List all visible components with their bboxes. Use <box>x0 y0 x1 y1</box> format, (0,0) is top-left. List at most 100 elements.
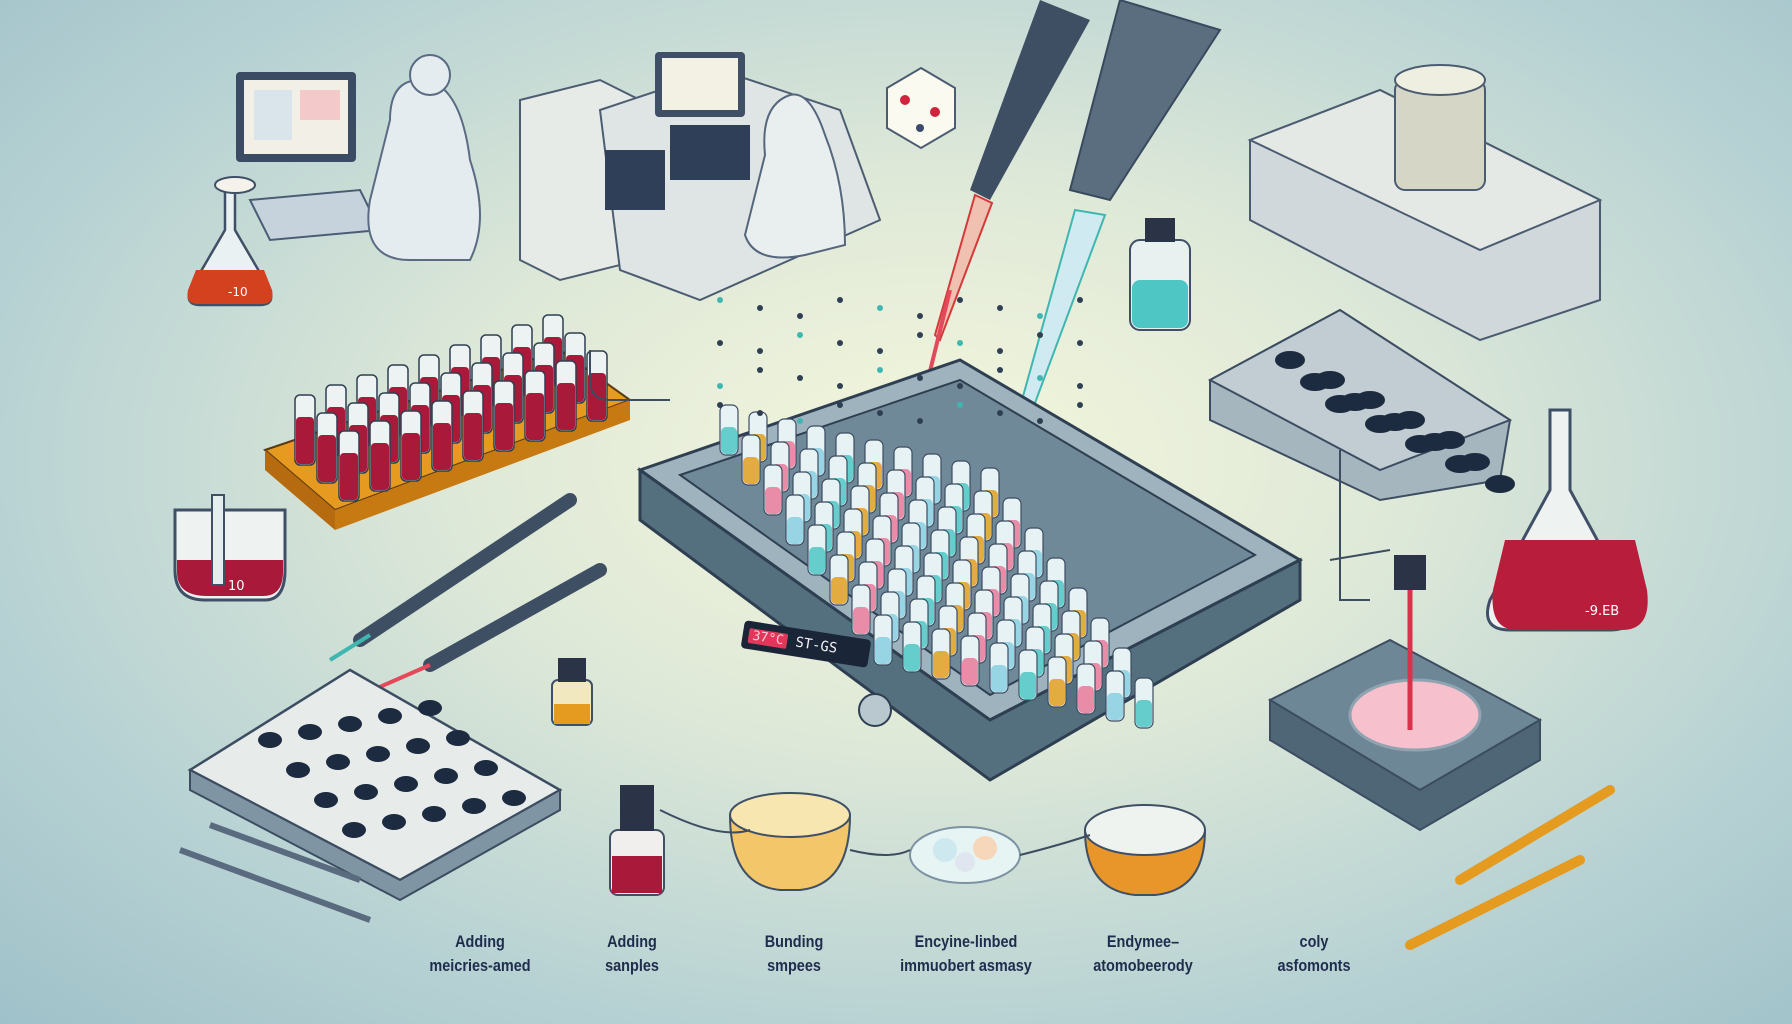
tube-liquid <box>991 665 1007 692</box>
droplet-dot <box>1037 332 1043 338</box>
droplet-dot <box>837 297 843 303</box>
dial-knob <box>858 693 892 727</box>
tube-liquid <box>933 651 949 678</box>
step-title: Endymee– <box>1106 932 1180 951</box>
well <box>338 716 362 732</box>
well <box>462 798 486 814</box>
well <box>354 784 378 800</box>
erlenmeyer-flask-red: -9.EB <box>1486 408 1648 632</box>
tube-liquid <box>296 417 314 464</box>
droplet-dot <box>757 367 763 373</box>
molecule-hexagon <box>886 66 956 150</box>
droplet-dot <box>837 402 843 408</box>
droplet-dot <box>957 402 963 408</box>
syringes <box>328 493 607 702</box>
flask-marking: -9.EB <box>1585 604 1619 619</box>
plate-reader-device <box>1247 64 1603 342</box>
tube-liquid <box>1107 693 1123 720</box>
droplet-dot <box>1077 340 1083 346</box>
droplet-dot <box>997 410 1003 416</box>
droplet-dot <box>837 383 843 389</box>
droplet-dot <box>1077 383 1083 389</box>
droplet-dot <box>1077 402 1083 408</box>
small-bottle-red <box>609 785 665 896</box>
tube-liquid <box>904 644 920 671</box>
droplet-dot <box>877 367 883 373</box>
droplet-dots <box>717 297 1083 424</box>
step-subtitle: atomobeerody <box>1093 956 1193 975</box>
tube-liquid <box>1078 686 1094 713</box>
well <box>298 724 322 740</box>
step-subtitle: meicries-amed <box>429 956 531 975</box>
droplet-dot <box>717 297 723 303</box>
droplet-dot <box>1037 418 1043 424</box>
step-title: Adding <box>607 932 657 951</box>
tube-liquid <box>433 423 451 470</box>
tube-liquid <box>340 453 358 500</box>
droplet-dot <box>917 332 923 338</box>
droplet-dot <box>797 332 803 338</box>
well <box>1365 415 1395 433</box>
petri-dish-orange <box>1083 804 1207 896</box>
droplet-dot <box>757 410 763 416</box>
droplet-dot <box>997 348 1003 354</box>
beaker-left: 10 <box>173 494 287 602</box>
step-subtitle: smpees <box>767 956 821 975</box>
computer-workstation-left <box>236 54 481 261</box>
flask-marking-top-left: -10 <box>228 285 248 299</box>
tube-liquid <box>1020 672 1036 699</box>
well <box>446 730 470 746</box>
beaker-marking: 10 <box>228 579 245 594</box>
temperature-indicator: 37°C <box>747 627 789 649</box>
well <box>1300 373 1330 391</box>
well <box>418 700 442 716</box>
droplet-dot <box>717 340 723 346</box>
tube-liquid <box>853 607 869 634</box>
petri-dish-amber <box>728 792 852 891</box>
display-readout: ST-GS <box>794 634 839 657</box>
petri-dish-cells <box>909 826 1021 884</box>
pens <box>178 785 1615 950</box>
tube-liquid <box>371 443 389 490</box>
well <box>286 762 310 778</box>
droplet-dot <box>877 348 883 354</box>
tube-liquid <box>464 413 482 460</box>
well <box>382 814 406 830</box>
tube-liquid <box>809 547 825 574</box>
droplet-dot <box>957 297 963 303</box>
step-subtitle: immuobert asmasy <box>900 956 1032 975</box>
pipette-red <box>916 0 1090 421</box>
droplet-dot <box>877 410 883 416</box>
flow-lines <box>589 350 1391 601</box>
well <box>1325 395 1355 413</box>
droplet-dot <box>957 383 963 389</box>
droplet-dot <box>1037 375 1043 381</box>
droplet-dot <box>997 305 1003 311</box>
well <box>1445 455 1475 473</box>
droplet-dot <box>1037 313 1043 319</box>
tube-liquid <box>765 487 781 514</box>
step-label: Endymee– atomobeerody <box>1058 930 1228 978</box>
tube-liquid <box>962 658 978 685</box>
step-title: coly <box>1299 932 1329 951</box>
tube-liquid <box>557 383 575 430</box>
well <box>326 754 350 770</box>
well <box>406 738 430 754</box>
well <box>342 822 366 838</box>
well <box>1275 351 1305 369</box>
droplet-dot <box>797 418 803 424</box>
well <box>434 768 458 784</box>
droplet-dot <box>917 313 923 319</box>
tube-liquid <box>402 433 420 480</box>
tube-liquid <box>318 435 336 482</box>
tube-liquid <box>743 457 759 484</box>
well <box>1485 475 1515 493</box>
droplet-dot <box>797 313 803 319</box>
droplet-dot <box>717 402 723 408</box>
analyzer-machine <box>519 52 882 302</box>
tube-liquid <box>875 637 891 664</box>
